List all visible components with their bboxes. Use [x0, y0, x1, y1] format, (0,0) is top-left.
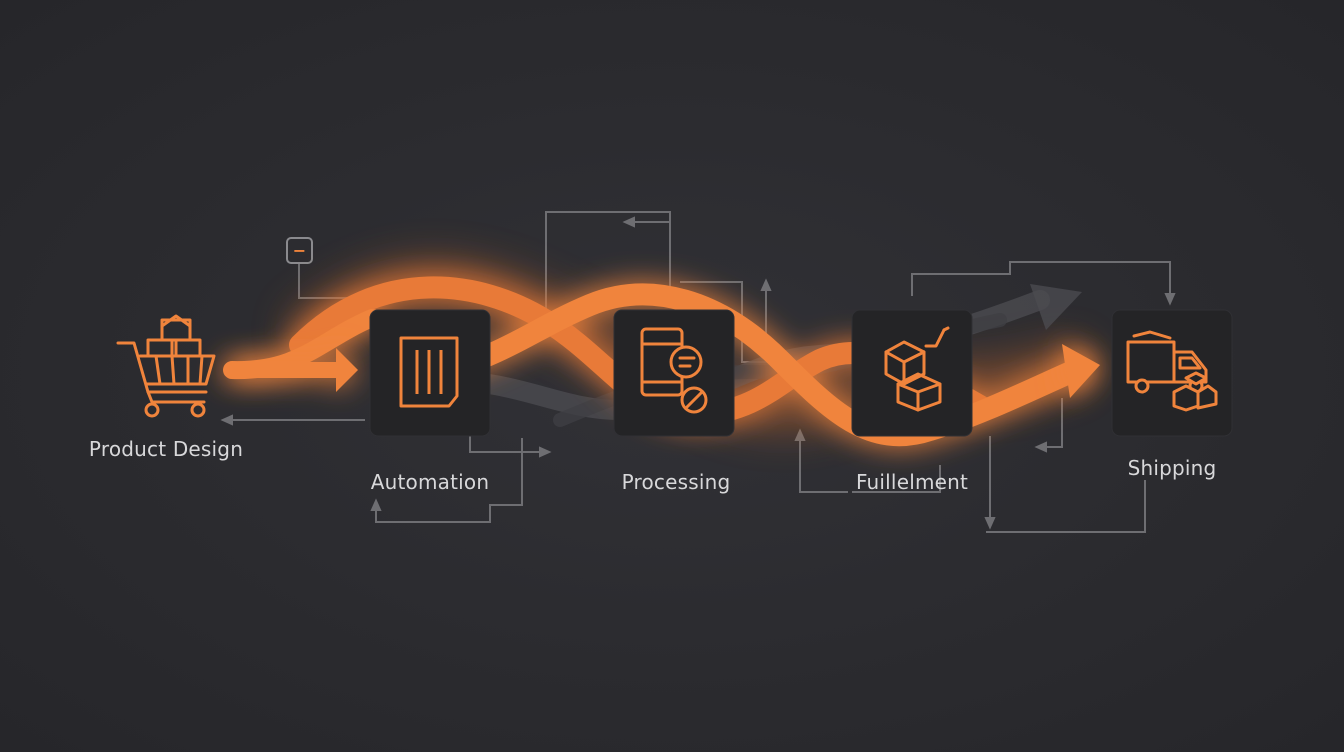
connector-fulfillment-loop [794, 428, 848, 493]
stage-product-design [116, 314, 216, 418]
device-settings-icon [640, 327, 708, 414]
stage-box-fulfillment [851, 309, 973, 437]
stage-automation [369, 309, 491, 437]
stage-label-shipping: Shipping [1127, 456, 1217, 480]
stage-box-shipping [1111, 309, 1233, 437]
document-icon [399, 336, 459, 408]
connector-automation-down [469, 430, 552, 458]
arrowhead-start [232, 348, 358, 392]
connector-shipping-return [1034, 398, 1063, 453]
shopping-cart-icon [116, 314, 216, 418]
arrowheads [232, 344, 1100, 398]
arrowhead-end [1062, 344, 1100, 398]
connector-lines [220, 211, 1176, 533]
stage-label-fulfillment: Fuillelment [855, 470, 969, 494]
stage-label-automation: Automation [370, 470, 490, 494]
shadow-arrowhead [1030, 284, 1082, 330]
delivery-truck-icon [1126, 330, 1218, 412]
stage-fulfillment [851, 309, 973, 437]
stage-shipping [1111, 309, 1233, 437]
stage-label-processing: Processing [621, 470, 731, 494]
stage-label-product-design: Product Design [88, 437, 244, 461]
marker-symbol: − [293, 241, 306, 260]
connector-top-shipping [911, 261, 1176, 306]
stage-processing [613, 309, 735, 437]
connector-top-return [622, 216, 671, 290]
connector-automation-loop [370, 438, 523, 523]
connector-shipping-bottom [986, 480, 1146, 533]
marker-box: − [286, 237, 313, 264]
connector-fulfillment-bottom [852, 465, 941, 493]
boxes-hand-truck-icon [884, 326, 950, 412]
